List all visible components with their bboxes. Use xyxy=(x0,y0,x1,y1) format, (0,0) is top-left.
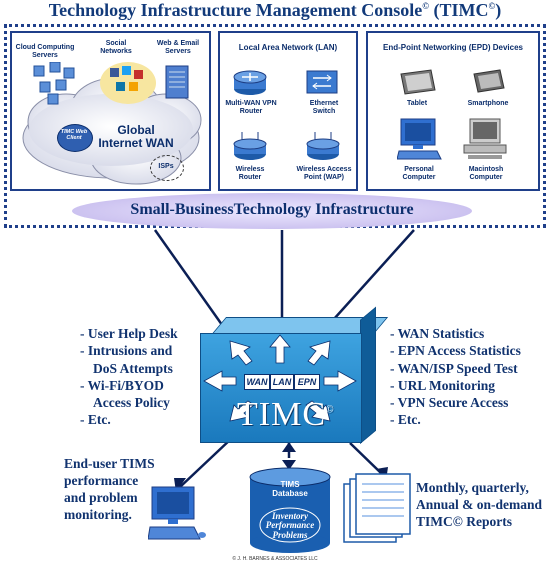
db-line1: TIMS xyxy=(280,480,300,489)
web-client-label: TIMC Web Client xyxy=(60,129,88,142)
reports-stack-icon xyxy=(343,473,411,543)
left-item: Access Policy xyxy=(93,395,170,411)
right-item: - WAN/ISP Speed Test xyxy=(390,360,518,376)
page-title: Technology Infrastructure Management Con… xyxy=(0,0,550,21)
wap-label: Wireless Access Point (WAP) xyxy=(296,166,352,181)
left-item: - Intrusions and xyxy=(80,343,173,359)
tablet-icon xyxy=(400,69,436,95)
title-reg2: © xyxy=(488,1,496,11)
web-email-label: Web & Email Servers xyxy=(156,40,200,55)
web-client-oval xyxy=(57,124,93,152)
infrastructure-band xyxy=(72,193,472,229)
ethernet-switch-icon xyxy=(306,70,338,94)
timc-name: TIMC xyxy=(237,396,326,433)
right-item: - Etc. xyxy=(390,412,421,428)
right-item: - EPN Access Statistics xyxy=(390,343,521,359)
social-networks-label: Social Networks xyxy=(100,40,132,55)
left-item: DoS Attempts xyxy=(93,360,173,376)
console-side-face xyxy=(360,306,376,444)
tablet-label: Tablet xyxy=(406,100,428,107)
global-wan-label: Global Internet WAN xyxy=(98,123,174,151)
title-close: ) xyxy=(495,0,502,20)
server-cluster-icon xyxy=(33,62,75,105)
web-server-icon xyxy=(165,65,189,99)
left-item: - Etc. xyxy=(80,412,111,428)
lan-tag: LAN xyxy=(270,374,294,390)
db-item: Inventory xyxy=(272,511,308,521)
vpn-router-label: Multi-WAN VPN Router xyxy=(225,100,277,115)
db-line2: Database xyxy=(272,489,308,498)
infrastructure-band-label: Small-BusinessTechnology Infrastructure xyxy=(130,201,414,218)
wireless-router-icon xyxy=(233,132,267,160)
reports-line: Annual & on-demand xyxy=(416,496,543,512)
smartphone-icon xyxy=(473,69,505,93)
wan-tag: WAN xyxy=(244,374,270,390)
db-title: TIMS Database xyxy=(250,480,330,498)
left-item: - User Help Desk xyxy=(80,326,178,341)
title-reg1: © xyxy=(422,1,429,11)
isps-oval xyxy=(150,155,184,181)
title-suffix: (TIMC xyxy=(428,0,489,20)
monitor-icon xyxy=(148,486,206,540)
wireless-router-label: Wireless Router xyxy=(235,166,265,181)
end-user-line: End-user TIMS xyxy=(64,456,155,471)
macintosh-icon xyxy=(463,118,507,159)
db-contents: Inventory Performance Problems xyxy=(250,511,330,540)
right-item: - VPN Secure Access xyxy=(390,395,509,411)
left-function-list: - User Help Desk - Intrusions and DoS At… xyxy=(80,325,178,429)
console-arrows-icon xyxy=(203,334,357,422)
timc-reg: © xyxy=(326,404,335,416)
copyright-footer: © J. H. BARNES & ASSOCIATES LLC xyxy=(232,556,318,562)
isps-label: ISPs xyxy=(158,163,174,170)
reports-text: Monthly, quarterly, Annual & on-demand T… xyxy=(416,480,542,531)
epd-panel xyxy=(366,31,540,191)
database-icon xyxy=(249,467,331,553)
db-item: Performance xyxy=(265,520,315,531)
ethernet-switch-label: Ethernet Switch xyxy=(309,100,339,115)
reports-line: TIMC© Reports xyxy=(416,513,512,529)
right-item: - WAN Statistics xyxy=(390,326,485,341)
end-user-text: End-user TIMS performance and problem mo… xyxy=(64,456,155,524)
end-user-line: and problem xyxy=(64,489,138,505)
timc-label: TIMC© xyxy=(237,396,335,434)
db-item: Problems xyxy=(272,529,308,540)
epd-heading: End-Point Networking (EPD) Devices xyxy=(382,43,524,52)
router-icon xyxy=(233,70,267,95)
pc-label: Personal Computer xyxy=(402,166,436,181)
epn-tag: EPN xyxy=(294,374,320,390)
social-apps-icon xyxy=(110,66,143,91)
end-user-line: monitoring. xyxy=(64,506,132,522)
lan-panel xyxy=(218,31,358,191)
right-item: - URL Monitoring xyxy=(390,377,496,393)
right-function-list: - WAN Statistics - EPN Access Statistics… xyxy=(390,325,521,429)
mac-label: Macintosh Computer xyxy=(468,166,504,181)
end-user-line: performance xyxy=(64,472,139,488)
left-item: - Wi-Fi/BYOD xyxy=(80,377,164,393)
title-text: Technology Infrastructure Management Con… xyxy=(48,0,423,20)
personal-computer-icon xyxy=(397,118,442,160)
smartphone-label: Smartphone xyxy=(467,100,509,107)
wap-icon xyxy=(306,132,340,160)
reports-line: Monthly, quarterly, xyxy=(416,480,529,495)
lan-heading: Local Area Network (LAN) xyxy=(238,43,338,52)
cloud-servers-label: Cloud Computing Servers xyxy=(15,44,75,59)
